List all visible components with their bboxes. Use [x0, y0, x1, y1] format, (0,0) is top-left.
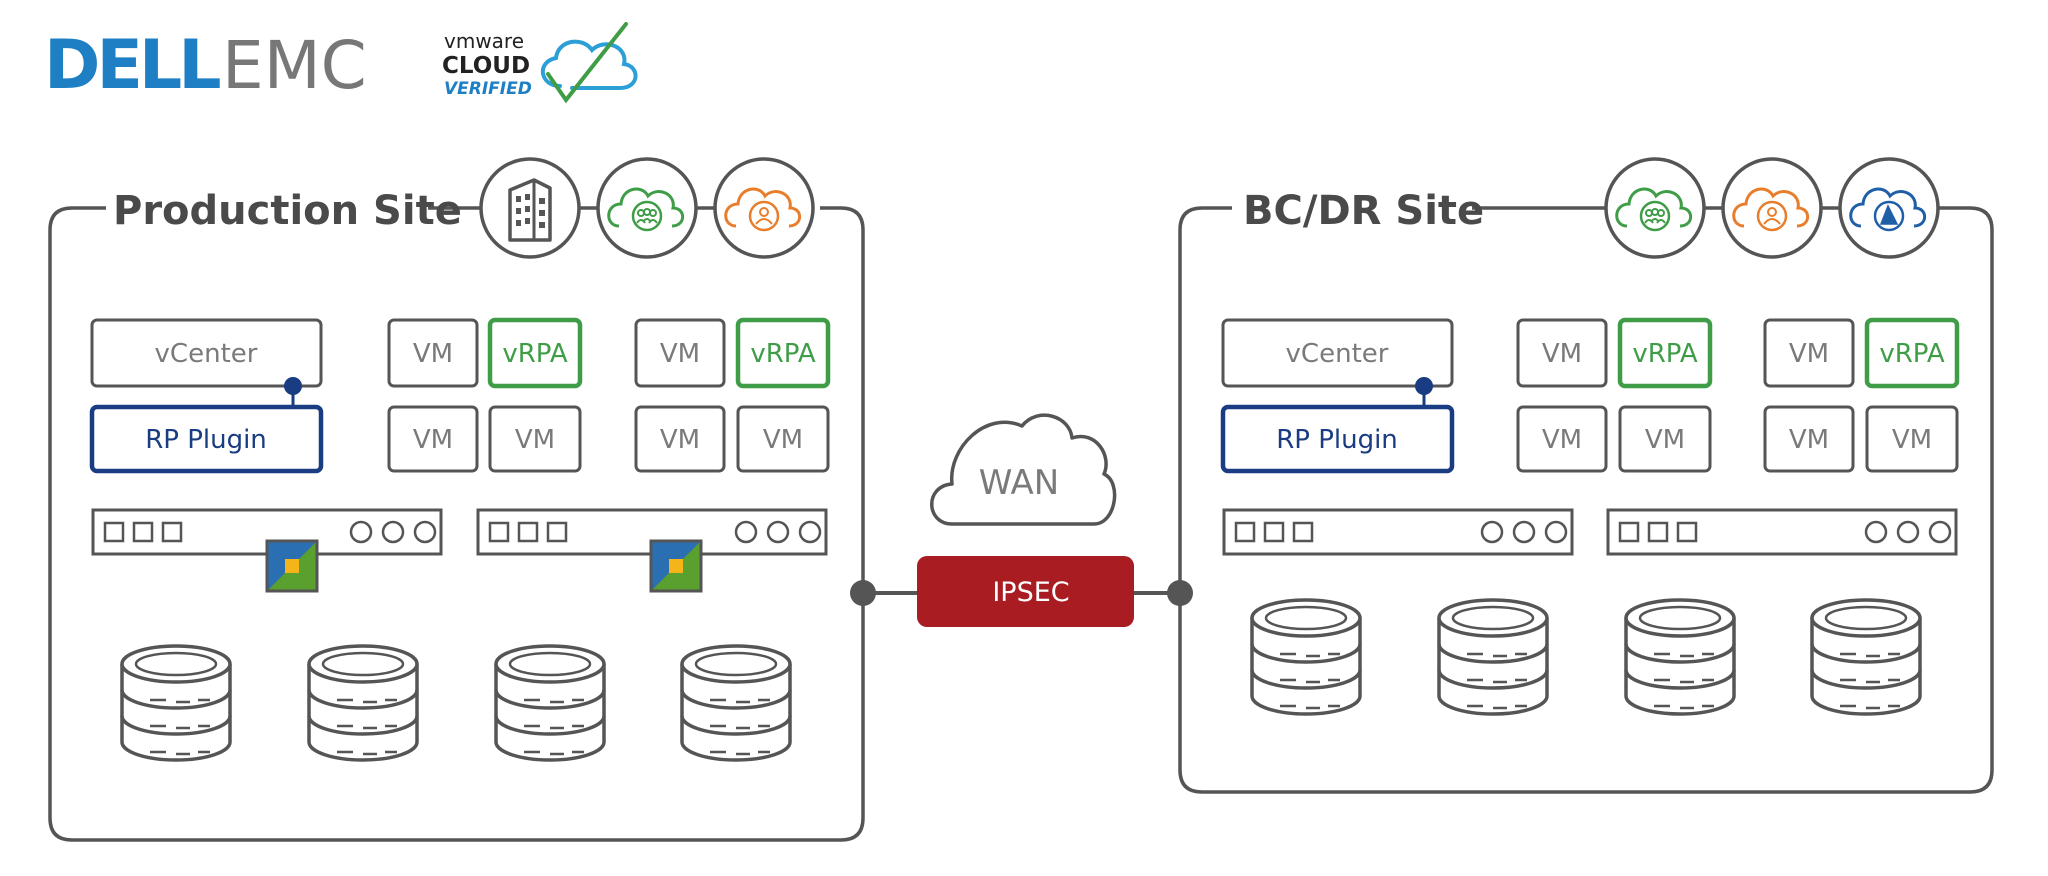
wan-label: WAN: [979, 463, 1059, 503]
vm-label: VM: [660, 339, 700, 369]
vm-label: VM: [1892, 425, 1932, 455]
storage-database-icon: [494, 644, 606, 762]
dell-emc-logo: DELL EMC: [44, 26, 367, 105]
production-site-frame: [48, 206, 865, 842]
vm-label: VM: [1645, 425, 1685, 455]
rp-plugin-label: RP Plugin: [145, 425, 267, 455]
rp-plugin-label: RP Plugin: [1276, 425, 1398, 455]
cloud-check-icon: [540, 22, 638, 104]
wan-cloud-icon: WAN: [930, 413, 1117, 526]
dr-site-title: BC/DR Site: [1243, 188, 1484, 234]
azure-cloud-icon: [1838, 157, 1940, 259]
vrpa-box[interactable]: [1617, 317, 1713, 389]
vm-box[interactable]: [387, 405, 479, 473]
vcenter-box[interactable]: [1221, 318, 1454, 388]
storage-database-icon: [120, 644, 232, 762]
vrpa-box[interactable]: [735, 317, 831, 389]
vm-label: VM: [413, 425, 453, 455]
storage-database-icon: [680, 644, 792, 762]
cloud-logo-text: CLOUD: [442, 53, 530, 79]
vmware-logo-text: vmware: [444, 29, 524, 53]
vm-label: VM: [413, 339, 453, 369]
bc-dr-site: BC/DR Site vCenter: [1178, 157, 1994, 794]
vm-box[interactable]: [488, 405, 582, 473]
vmware-chip-icon: [649, 539, 703, 593]
ipsec-badge: [917, 556, 1134, 627]
vm-label: VM: [763, 425, 803, 455]
storage-database-icon: [1437, 598, 1549, 716]
vmware-chip-icon: [265, 539, 319, 593]
vm-box[interactable]: [1516, 405, 1608, 473]
dell-logo-text: DELL: [44, 26, 220, 105]
vm-box[interactable]: [736, 405, 830, 473]
group-cloud-icon: [596, 157, 698, 259]
verified-logo-text: VERIFIED: [444, 79, 532, 99]
wan-link: WAN IPSEC: [850, 413, 1193, 627]
vm-box[interactable]: [1763, 405, 1855, 473]
vm-box[interactable]: [1618, 405, 1712, 473]
building-icon: [479, 157, 581, 259]
vm-box[interactable]: [1516, 318, 1608, 388]
vm-box[interactable]: [1865, 405, 1959, 473]
vm-label: VM: [1542, 339, 1582, 369]
vm-label: VM: [660, 425, 700, 455]
vcenter-label: vCenter: [1286, 339, 1389, 369]
storage-database-icon: [1250, 598, 1362, 716]
esx-server: [1606, 508, 1958, 556]
vrpa-label: vRPA: [750, 339, 815, 369]
user-cloud-icon: [1721, 157, 1823, 259]
vm-label: VM: [1542, 425, 1582, 455]
vm-label: VM: [515, 425, 555, 455]
storage-database-icon: [1624, 598, 1736, 716]
vm-box[interactable]: [634, 318, 726, 388]
vcenter-box[interactable]: [90, 318, 323, 388]
emc-logo-text: EMC: [222, 27, 367, 104]
group-cloud-icon: [1604, 157, 1706, 259]
rp-plugin-box[interactable]: [89, 404, 324, 474]
vm-box[interactable]: [1763, 318, 1855, 388]
vrpa-box[interactable]: [487, 317, 583, 389]
storage-database-icon: [1810, 598, 1922, 716]
vm-label: VM: [1789, 339, 1829, 369]
vmware-cloud-verified-logo: vmware CLOUD VERIFIED: [442, 22, 638, 104]
esx-server: [1222, 508, 1574, 556]
vrpa-box[interactable]: [1864, 317, 1960, 389]
vrpa-label: vRPA: [1632, 339, 1697, 369]
rp-plugin-box[interactable]: [1220, 404, 1455, 474]
user-cloud-icon: [713, 157, 815, 259]
connection-node: [850, 580, 876, 606]
vcenter-label: vCenter: [155, 339, 258, 369]
production-site: Production Site: [48, 157, 865, 842]
ipsec-label: IPSEC: [992, 577, 1069, 608]
vrpa-label: vRPA: [502, 339, 567, 369]
vm-box[interactable]: [634, 405, 726, 473]
dr-site-frame: [1178, 206, 1994, 794]
production-site-title: Production Site: [113, 188, 462, 234]
vrpa-label: vRPA: [1879, 339, 1944, 369]
vm-label: VM: [1789, 425, 1829, 455]
vm-box[interactable]: [387, 318, 479, 388]
storage-database-icon: [307, 644, 419, 762]
